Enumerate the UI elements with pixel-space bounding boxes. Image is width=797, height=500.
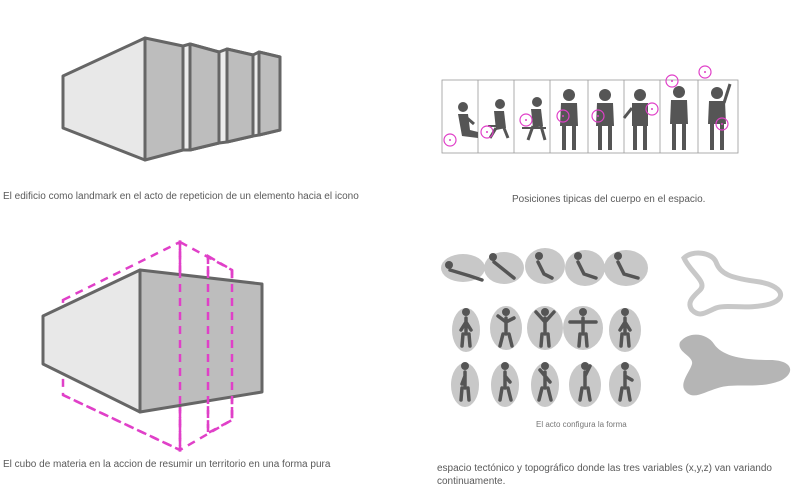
caption-body-positions: Posiciones tipicas del cuerpo en el espa… [512, 194, 706, 205]
pure-form-cube-diagram [41, 239, 264, 453]
caption-tectonic-space: espacio tectónico y topográfico donde la… [437, 463, 772, 487]
landmark-repetition-diagram [61, 36, 282, 162]
tectonic-filled-shape [679, 334, 791, 396]
caption-landmark: El edificio como landmark en el acto de … [3, 191, 359, 202]
body-positions-diagram [441, 65, 739, 154]
caption-pure-form: El cubo de materia en la accion de resum… [3, 459, 331, 470]
topographic-outline-shape [681, 250, 784, 317]
caption-act-shapes-form: El acto configura la forma [536, 420, 627, 429]
gesture-form-diagram [441, 248, 791, 407]
